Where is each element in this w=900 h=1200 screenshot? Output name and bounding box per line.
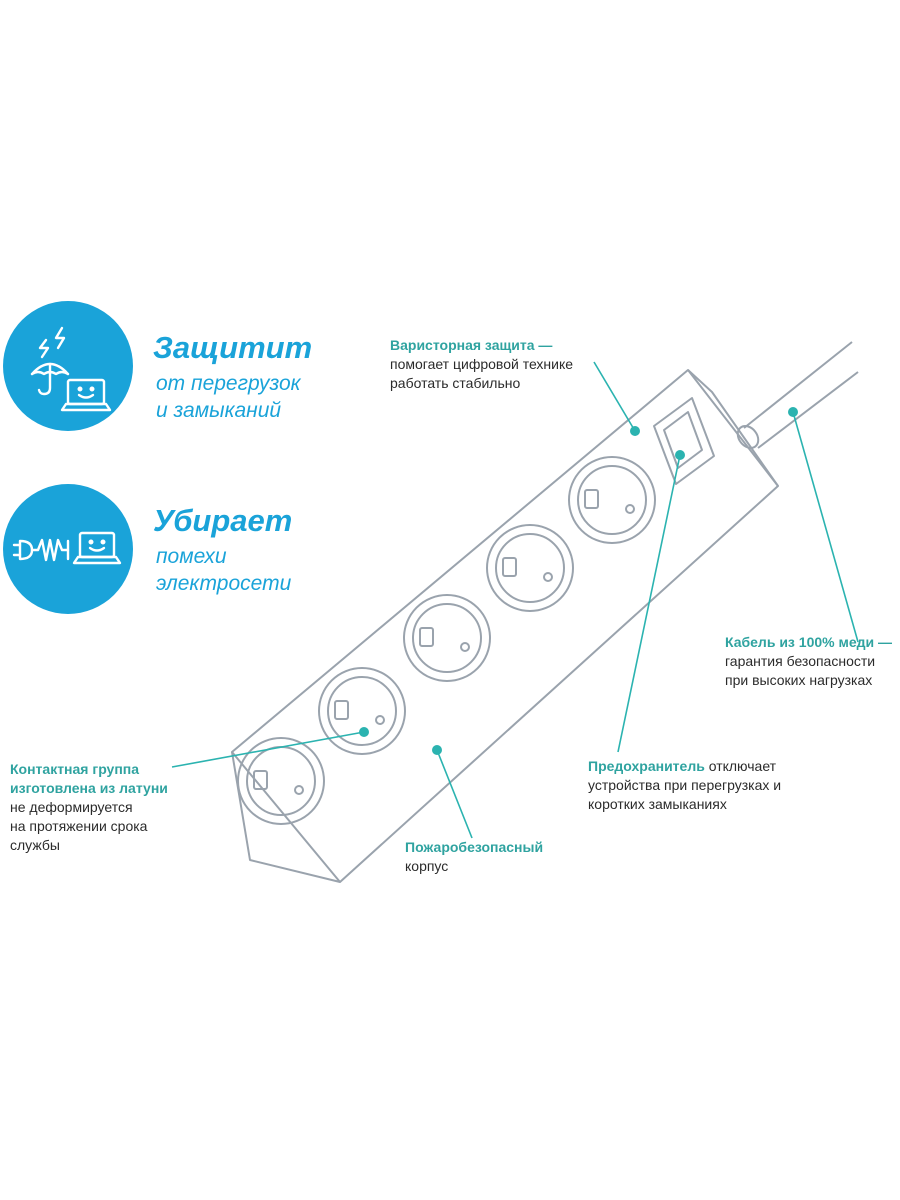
feature-title-filter: Убирает [153, 503, 293, 538]
cable-leader [788, 407, 859, 643]
callout-line: коротких замыканиях [588, 796, 727, 812]
callout-housing: Пожаробезопасный корпус [405, 838, 543, 876]
fuse-leader [617, 450, 685, 753]
callout-housing-highlight: Пожаробезопасный [405, 839, 544, 855]
feature-subtitle-line: электросети [156, 572, 292, 595]
callout-contacts-highlight: изготовлена из латуни [10, 780, 168, 796]
contacts-leader [171, 727, 369, 768]
plug-noise-laptop-icon [3, 484, 133, 614]
socket-3 [403, 594, 491, 682]
feature-title-protect: Защитит [153, 330, 313, 365]
callout-cable-highlight: Кабель из 100% меди [725, 634, 875, 650]
callout-line: помогает цифровой технике [390, 356, 574, 372]
callout-line: гарантия безопасности [725, 653, 876, 669]
feature-subtitle-line: помехи [156, 545, 227, 568]
callout-line: корпус [405, 858, 449, 874]
callout-line: не деформируется [10, 799, 133, 815]
power-cable [736, 341, 859, 449]
socket-4 [486, 524, 574, 612]
power-switch [653, 397, 715, 485]
callout-line: службы [10, 837, 60, 853]
feature-subtitle-line: и замыканий [156, 399, 282, 422]
callout-dash: — [874, 634, 893, 650]
callout-fuse-highlight: Предохранитель [588, 758, 705, 774]
callout-fuse: Предохранитель отключает устройства при … [588, 757, 781, 814]
callout-line: устройства при перегрузках и [588, 777, 782, 793]
housing-leader [432, 745, 473, 839]
socket-2 [318, 667, 406, 755]
feature-subtitle-line: от перегрузок [156, 372, 301, 395]
callout-dash: — [534, 337, 553, 353]
callout-contacts: Контактная группа изготовлена из латуни … [10, 760, 168, 855]
callout-contacts-highlight: Контактная группа [10, 761, 140, 777]
callout-varistor: Варисторная защита — помогает цифровой т… [390, 336, 573, 393]
callout-fuse-rest: отключает [704, 758, 777, 774]
callout-line: на протяжении срока [10, 818, 148, 834]
varistor-leader [593, 361, 640, 436]
callout-line: при высоких нагрузках [725, 672, 873, 688]
callout-cable: Кабель из 100% меди — гарантия безопасно… [725, 633, 892, 690]
socket-5 [568, 456, 656, 544]
umbrella-lightning-laptop-icon [3, 301, 133, 431]
callout-line: работать стабильно [390, 375, 521, 391]
callout-varistor-highlight: Варисторная защита [390, 337, 535, 353]
